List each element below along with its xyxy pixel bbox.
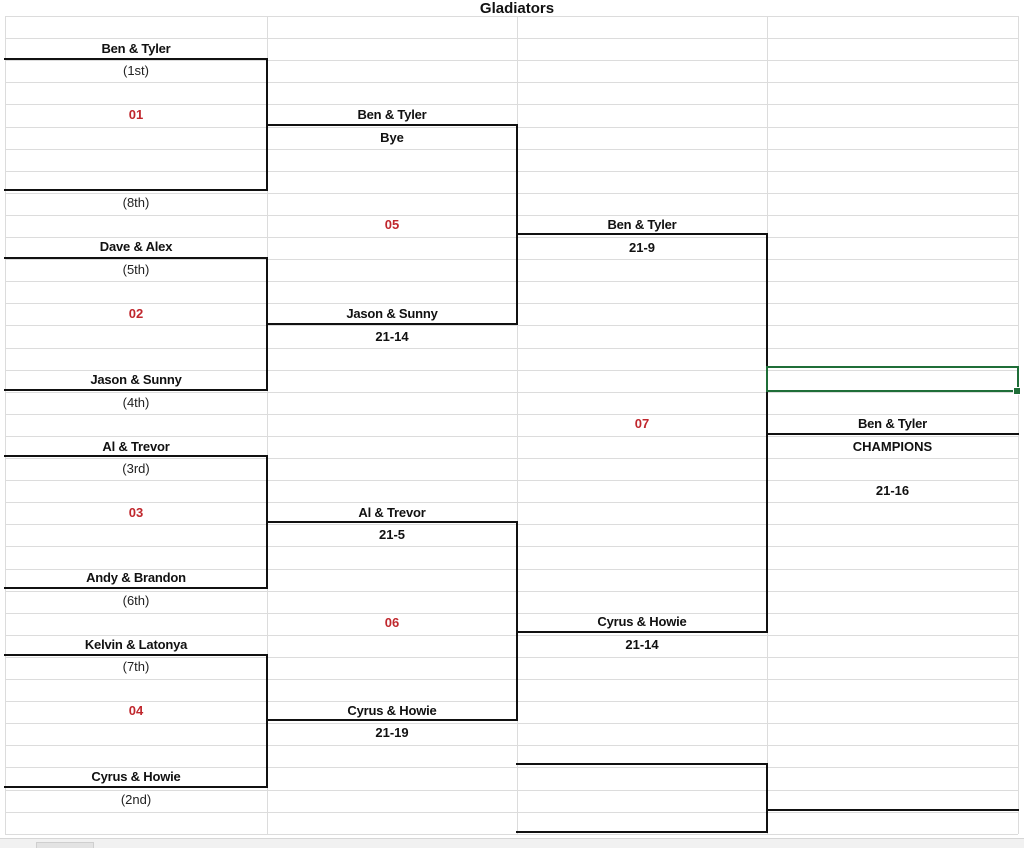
r2-team-1[interactable]: Ben & Tyler <box>357 107 427 122</box>
r2-result-1[interactable]: Bye <box>380 130 404 145</box>
r3-result-1[interactable]: 21-9 <box>628 240 656 255</box>
r1-team-7[interactable]: Cyrus & Howie <box>91 769 181 784</box>
r3-result-2[interactable]: 21-14 <box>625 637 659 652</box>
r1-seed-2[interactable]: (5th) <box>122 262 150 277</box>
r1-team-6[interactable]: Kelvin & Latonya <box>84 637 188 652</box>
r2-team-3[interactable]: Al & Trevor <box>358 505 426 520</box>
r1-seed-3[interactable]: (4th) <box>122 395 150 410</box>
champion-label[interactable]: CHAMPIONS <box>852 439 933 454</box>
game-number-07[interactable]: 07 <box>634 416 650 431</box>
sheet-tab-bar <box>0 838 1024 848</box>
r1-seed-6[interactable]: (7th) <box>122 659 150 674</box>
game-number-01[interactable]: 01 <box>128 107 144 122</box>
r1-team-1[interactable]: Ben & Tyler <box>101 41 171 56</box>
game-number-05[interactable]: 05 <box>384 217 400 232</box>
r3-team-2[interactable]: Cyrus & Howie <box>597 614 687 629</box>
r1-team-3[interactable]: Jason & Sunny <box>90 372 182 387</box>
game-number-03[interactable]: 03 <box>128 505 144 520</box>
r1-team-2[interactable]: Dave & Alex <box>99 239 173 254</box>
r1-team-5[interactable]: Andy & Brandon <box>86 570 186 585</box>
r2-team-4[interactable]: Cyrus & Howie <box>347 703 437 718</box>
game-number-06[interactable]: 06 <box>384 615 400 630</box>
r2-result-3[interactable]: 21-5 <box>378 527 406 542</box>
game-number-02[interactable]: 02 <box>128 306 144 321</box>
r1-seed-5[interactable]: (6th) <box>122 593 150 608</box>
sheet-title: Gladiators <box>479 0 555 17</box>
r1-seed-8[interactable]: (8th) <box>122 195 150 210</box>
r3-team-1[interactable]: Ben & Tyler <box>607 217 677 232</box>
r2-team-2[interactable]: Jason & Sunny <box>346 306 438 321</box>
r1-seed-4[interactable]: (3rd) <box>122 461 150 476</box>
selected-cell[interactable] <box>766 366 1019 392</box>
game-number-04[interactable]: 04 <box>128 703 144 718</box>
r1-seed-1[interactable]: (1st) <box>123 63 149 78</box>
sheet-tab[interactable] <box>36 842 94 848</box>
r2-result-2[interactable]: 21-14 <box>375 329 409 344</box>
r2-result-4[interactable]: 21-19 <box>375 725 409 740</box>
r1-seed-7[interactable]: (2nd) <box>120 792 152 807</box>
champion-team[interactable]: Ben & Tyler <box>857 416 928 431</box>
r1-team-4[interactable]: Al & Trevor <box>102 439 170 454</box>
final-score[interactable]: 21-16 <box>875 483 910 498</box>
fill-handle[interactable] <box>1013 387 1021 395</box>
